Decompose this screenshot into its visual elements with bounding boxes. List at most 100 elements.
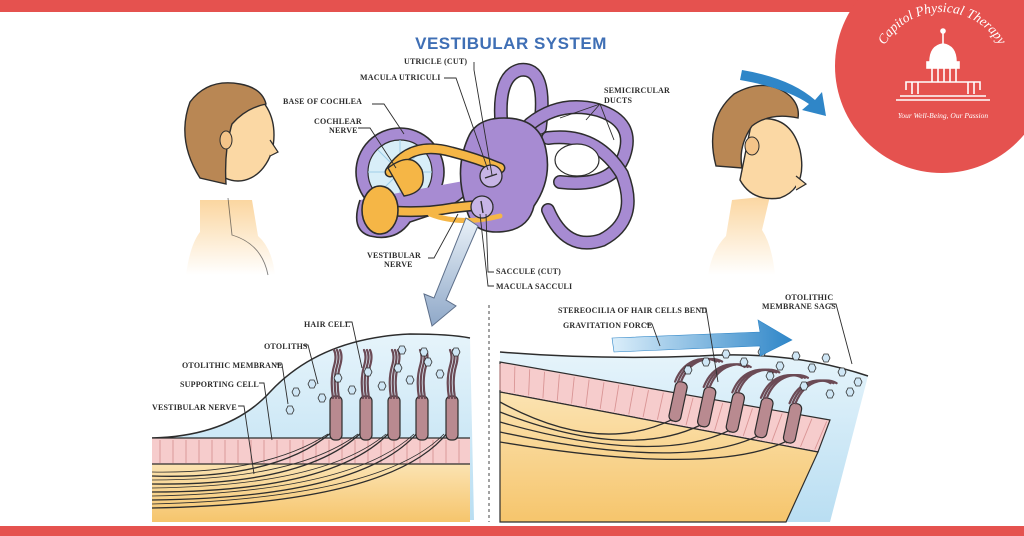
bottom-leader-lines — [238, 303, 853, 475]
otolith-crystal — [807, 363, 817, 373]
label-vestibular-nerve-bottom: VESTIBULAR NERVE — [152, 403, 237, 412]
hair-cell — [782, 379, 838, 444]
label-supporting-cell: SUPPORTING CELL — [180, 380, 259, 389]
otolith-crystal — [291, 387, 301, 397]
nerve-fiber — [151, 433, 445, 505]
otolith-crystal — [845, 387, 855, 397]
inner-ear — [355, 62, 635, 250]
top-leader-lines — [358, 62, 615, 287]
otolith-crystal — [853, 377, 863, 387]
otolith-crystal — [317, 393, 327, 403]
supporting-cell-divider — [585, 379, 590, 407]
gravitation-arrow — [611, 319, 793, 357]
label-vestibular-nerve-2: NERVE — [384, 260, 413, 269]
otolith-crystal — [347, 385, 357, 395]
supporting-cell-divider — [542, 371, 545, 399]
otolith-crystal — [739, 357, 749, 367]
otolith-crystal — [701, 357, 711, 367]
supporting-cell-divider — [528, 369, 531, 396]
supporting-cell-divider — [571, 377, 575, 404]
label-membrane-sags-1: OTOLITHIC — [785, 293, 833, 302]
macula-upright — [151, 333, 474, 522]
nerve-fiber — [499, 401, 673, 435]
zoom-arrow — [423, 217, 479, 327]
supporting-cell-divider — [513, 366, 516, 393]
otolith-crystal — [683, 365, 693, 375]
label-membrane-sags-2: MEMBRANE SAGS — [762, 302, 836, 311]
supporting-cell-divider — [556, 374, 560, 401]
label-macula-sacculi: MACULA SACCULI — [496, 282, 572, 291]
label-semicircular-1: SEMICIRCULAR — [604, 86, 670, 95]
label-semicircular-2: DUCTS — [604, 96, 632, 105]
otolith-crystal — [775, 361, 785, 371]
otolith-crystal — [307, 379, 317, 389]
nerve-fiber — [499, 431, 759, 454]
otolith-crystal — [837, 367, 847, 377]
supporting-cell-divider — [642, 390, 649, 418]
diagram-labels: UTRICLE (CUT) MACULA UTRICULI BASE OF CO… — [152, 57, 836, 412]
otolith-crystal — [393, 363, 403, 373]
label-macula-utriculi: MACULA UTRICULI — [360, 73, 441, 82]
supporting-cell-divider — [742, 408, 753, 437]
otolith-crystal — [721, 349, 731, 359]
otolith-crystal — [451, 347, 461, 357]
label-hair-cell: HAIR CELL — [304, 320, 350, 329]
label-otoliths: OTOLITHS — [264, 342, 308, 351]
otolith-crystal — [333, 373, 343, 383]
otolith-crystal — [825, 389, 835, 399]
supporting-cell-divider — [628, 387, 635, 415]
macula-tilted — [499, 347, 869, 523]
hair-cell — [329, 348, 343, 441]
label-cochlear-nerve-1: COCHLEAR — [314, 117, 362, 126]
nerve-fiber — [151, 431, 449, 509]
otolith-crystal — [397, 345, 407, 355]
otolith-crystal — [821, 353, 831, 363]
otolith-crystal — [799, 381, 809, 391]
nerve-fiber — [151, 431, 391, 493]
hair-cell — [725, 368, 781, 433]
supporting-cell-divider — [656, 392, 664, 420]
label-otolithic-membrane: OTOLITHIC MEMBRANE — [182, 361, 283, 370]
supporting-cell-divider — [814, 421, 828, 450]
supporting-cell-divider — [685, 397, 694, 426]
label-base-of-cochlea: BASE OF COCHLEA — [283, 97, 362, 106]
hair-cell — [754, 374, 810, 439]
supporting-cell-divider — [800, 418, 813, 447]
otolith-crystal — [285, 405, 295, 415]
person-upright — [184, 82, 279, 276]
nerve-fiber — [499, 440, 787, 461]
brand-logo[interactable]: Capitol Physical Therapy Your Well-Being… — [835, 0, 1024, 173]
label-utricle: UTRICLE (CUT) — [404, 57, 467, 66]
bottom-brand-bar — [0, 526, 1024, 536]
nerve-fiber — [499, 421, 730, 448]
nerve-fiber — [151, 433, 329, 473]
nerve-fiber — [151, 433, 387, 489]
dome-icon — [896, 28, 990, 101]
nerve-fiber — [151, 431, 419, 501]
label-vestibular-nerve-1: VESTIBULAR — [367, 251, 421, 260]
label-saccule: SACCULE (CUT) — [496, 267, 561, 276]
otolith-crystal — [405, 375, 415, 385]
label-gravitation: GRAVITATION FORCE — [563, 321, 652, 330]
label-cochlear-nerve-2: NERVE — [329, 126, 358, 135]
tilt-arrow — [740, 70, 826, 116]
supporting-cell-divider — [614, 384, 620, 412]
nerve-fiber — [151, 431, 333, 477]
otolith-crystal — [423, 357, 433, 367]
supporting-cell-divider — [771, 413, 783, 442]
otolith-crystal — [791, 351, 801, 361]
logo-tagline: Your Well-Being, Our Passion — [898, 111, 989, 120]
supporting-cell-divider — [714, 403, 724, 431]
label-stereocilia: STEREOCILIA OF HAIR CELLS BEND — [558, 306, 707, 315]
supporting-cell-divider — [599, 382, 605, 409]
nerve-fiber — [151, 431, 363, 485]
otolith-crystal — [765, 371, 775, 381]
nerve-fiber — [151, 433, 415, 497]
hair-cell — [359, 348, 373, 441]
nerve-fiber — [499, 411, 701, 441]
otolith-crystal — [377, 381, 387, 391]
otolith-crystal — [363, 367, 373, 377]
otolith-crystal — [435, 369, 445, 379]
otolith-crystal — [419, 347, 429, 357]
